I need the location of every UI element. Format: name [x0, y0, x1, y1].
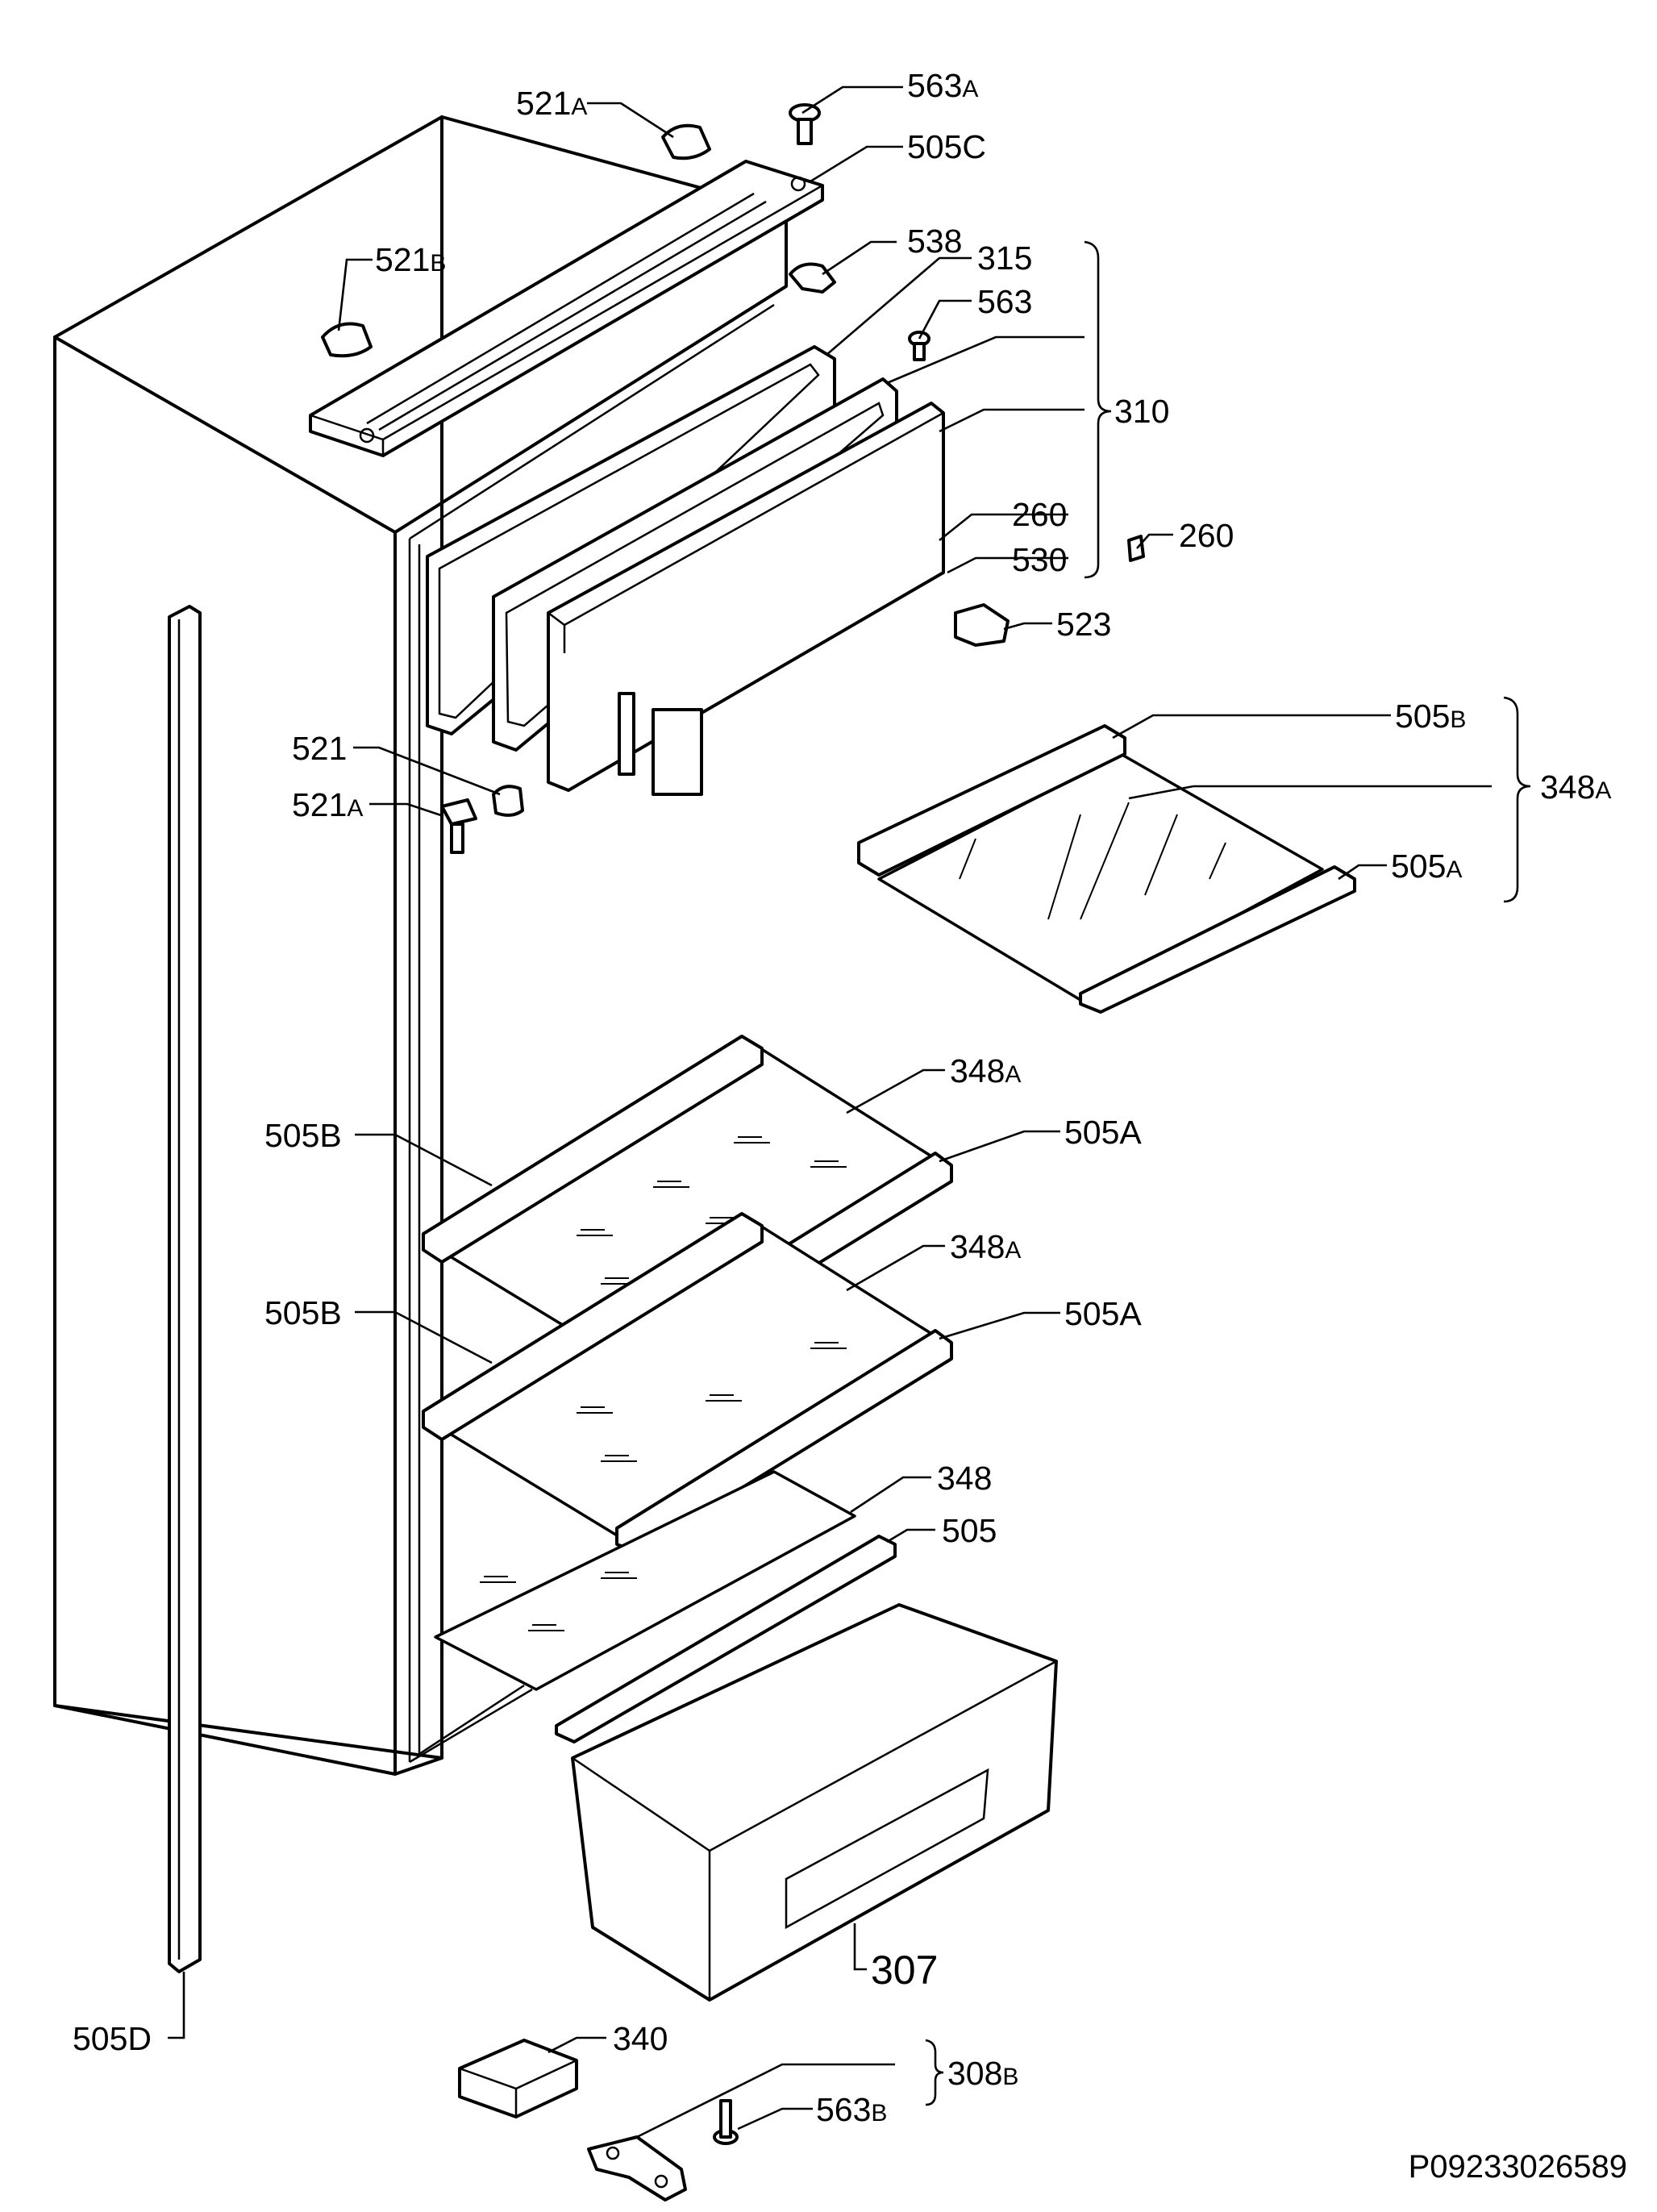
- label-505a-shelf1: 505A: [1064, 1114, 1142, 1151]
- label-530: 530: [1012, 541, 1067, 578]
- label-521a-top: 521A: [516, 85, 587, 122]
- label-307: 307: [871, 1947, 938, 1993]
- label-505: 505: [942, 1512, 997, 1549]
- label-505c: 505C: [907, 128, 986, 165]
- pin-521a-mid: [440, 798, 477, 854]
- label-505b-top: 505B: [1395, 698, 1466, 735]
- label-505b-shelf1: 505B: [264, 1117, 342, 1154]
- screw-563: [908, 331, 931, 361]
- screw-563a: [789, 103, 821, 145]
- label-348a-shelf1: 348A: [950, 1052, 1021, 1089]
- label-521a-mid: 521A: [292, 786, 363, 823]
- label-538: 538: [907, 223, 962, 260]
- leader-lines: [168, 85, 1531, 2139]
- screw-563b: [713, 2099, 739, 2145]
- label-340: 340: [613, 2020, 668, 2057]
- label-523: 523: [1056, 606, 1111, 643]
- top-rail-505c: [309, 160, 824, 457]
- label-505a-shelf2: 505A: [1064, 1295, 1142, 1332]
- bushing-521: [492, 785, 524, 817]
- label-563: 563: [977, 283, 1032, 320]
- latch-260: [1127, 535, 1145, 562]
- label-308b: 308B: [947, 2055, 1018, 2092]
- shelf-348: [434, 1470, 897, 1743]
- document-id: P09233026589: [1409, 2149, 1627, 2185]
- shelf-348a-top: [857, 724, 1356, 1014]
- crisper-drawer-307: [571, 1603, 1058, 2002]
- label-563a: 563A: [907, 67, 978, 104]
- label-563b: 563B: [816, 2091, 887, 2128]
- label-521: 521: [292, 730, 347, 767]
- shelf-348a-2: [422, 1212, 953, 1554]
- block-340: [458, 2039, 578, 2118]
- label-315: 315: [977, 240, 1032, 277]
- hinge-260: [618, 692, 635, 776]
- freezer-door-panel-530: [547, 402, 945, 796]
- label-348: 348: [937, 1460, 992, 1497]
- cap-521b: [321, 322, 373, 358]
- label-505a-top: 505A: [1391, 848, 1462, 885]
- label-521b: 521B: [375, 241, 446, 278]
- label-348a-shelf2: 348A: [950, 1228, 1021, 1265]
- handle-523: [954, 603, 1010, 647]
- label-505d: 505D: [73, 2020, 152, 2057]
- hinge-308b: [587, 2135, 687, 2202]
- cap-521a-top: [661, 123, 711, 160]
- label-260-latch: 260: [1179, 517, 1234, 554]
- label-348a-top: 348A: [1540, 769, 1611, 806]
- door-seal-505d: [168, 605, 202, 1973]
- label-505b-shelf2: 505B: [264, 1294, 342, 1331]
- label-310: 310: [1114, 393, 1169, 430]
- bracket-538: [789, 262, 836, 294]
- label-260-door: 260: [1012, 496, 1067, 533]
